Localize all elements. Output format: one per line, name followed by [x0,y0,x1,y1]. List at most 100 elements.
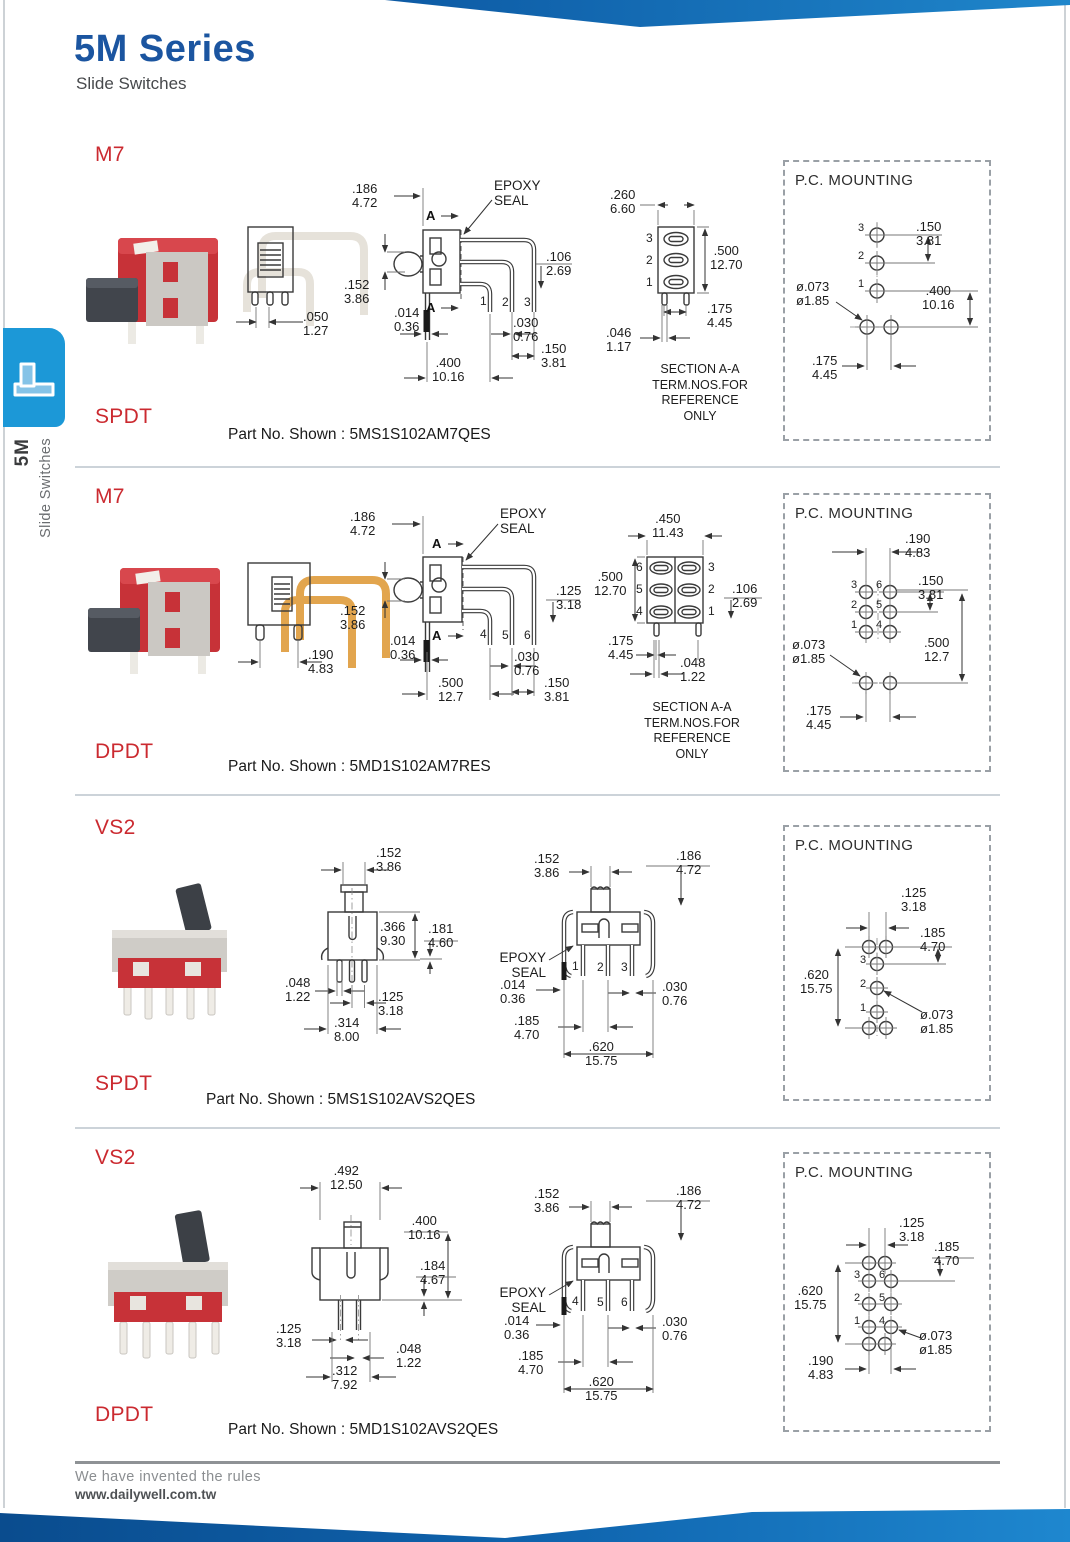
pc-hole-label: 3 [858,222,865,234]
photo-vs2-dpdt [108,1210,228,1359]
terminal-1-2: 2 [502,295,509,309]
pc-hole-label: 2 [858,250,865,262]
slide-switch-icon [13,362,55,397]
aa-terminal-1-1: 1 [646,275,653,289]
terminal-3-3: 3 [621,960,628,974]
pc-mounting-box-2 [783,493,991,772]
poles-label-1: SPDT [95,405,153,428]
model-label-1: M7 [95,143,125,166]
pc-hole-label: 1 [854,1315,861,1327]
aa-terminal-right: 1 [708,604,715,618]
pc-hole-label: 4 [876,619,883,631]
terminal-2-6: 6 [524,628,531,642]
terminal-1-1: 1 [480,294,487,308]
section-aa-m7-spdt [640,201,709,342]
aa-terminal-1-2: 2 [646,253,653,267]
poles-label-2: DPDT [95,740,154,763]
part-no-3: Part No. Shown : 5MS1S102AVS2QES [206,1091,476,1108]
pc-hole-label: 5 [876,599,883,611]
pc-hole-label: 3 [854,1269,861,1281]
top-corner-banner [385,0,1070,27]
model-label-3: VS2 [95,816,136,839]
page-border-right [1064,0,1066,1508]
section-separator [75,1127,1000,1129]
sidebar-series-label: Slide Switches [38,438,54,538]
pc-hole-label: 1 [860,1002,867,1014]
aa-terminal-1-3: 3 [646,231,653,245]
section-separator [75,466,1000,468]
pc-hole-label: 5 [879,1292,886,1304]
section-mark-a-bottom-2: A [432,628,442,643]
terminal-4-4: 4 [572,1294,579,1308]
pc-hole-label: 2 [854,1292,861,1304]
model-label-4: VS2 [95,1146,136,1169]
pc-hole-label: 6 [879,1269,886,1281]
aa-terminal-left: 6 [636,560,643,574]
poles-label-4: DPDT [95,1403,154,1426]
section-mark-a-top-1: A [426,208,436,223]
terminal-4-5: 5 [597,1295,604,1309]
page-border-left [3,0,5,1508]
terminal-3-1: 1 [572,959,579,973]
page-subtitle: Slide Switches [76,74,187,93]
section-separator [75,794,1000,796]
aa-terminal-right: 3 [708,560,715,574]
part-no-2: Part No. Shown : 5MD1S102AM7RES [228,758,491,775]
terminal-2-4: 4 [480,627,487,641]
pc-hole-label: 2 [851,599,858,611]
side-view-m7-dpdt [381,516,580,700]
footer-rule [75,1461,1000,1464]
aa-terminal-right: 2 [708,582,715,596]
footer-website: www.dailywell.com.tw [75,1487,217,1502]
pc-hole-label: 6 [876,579,883,591]
